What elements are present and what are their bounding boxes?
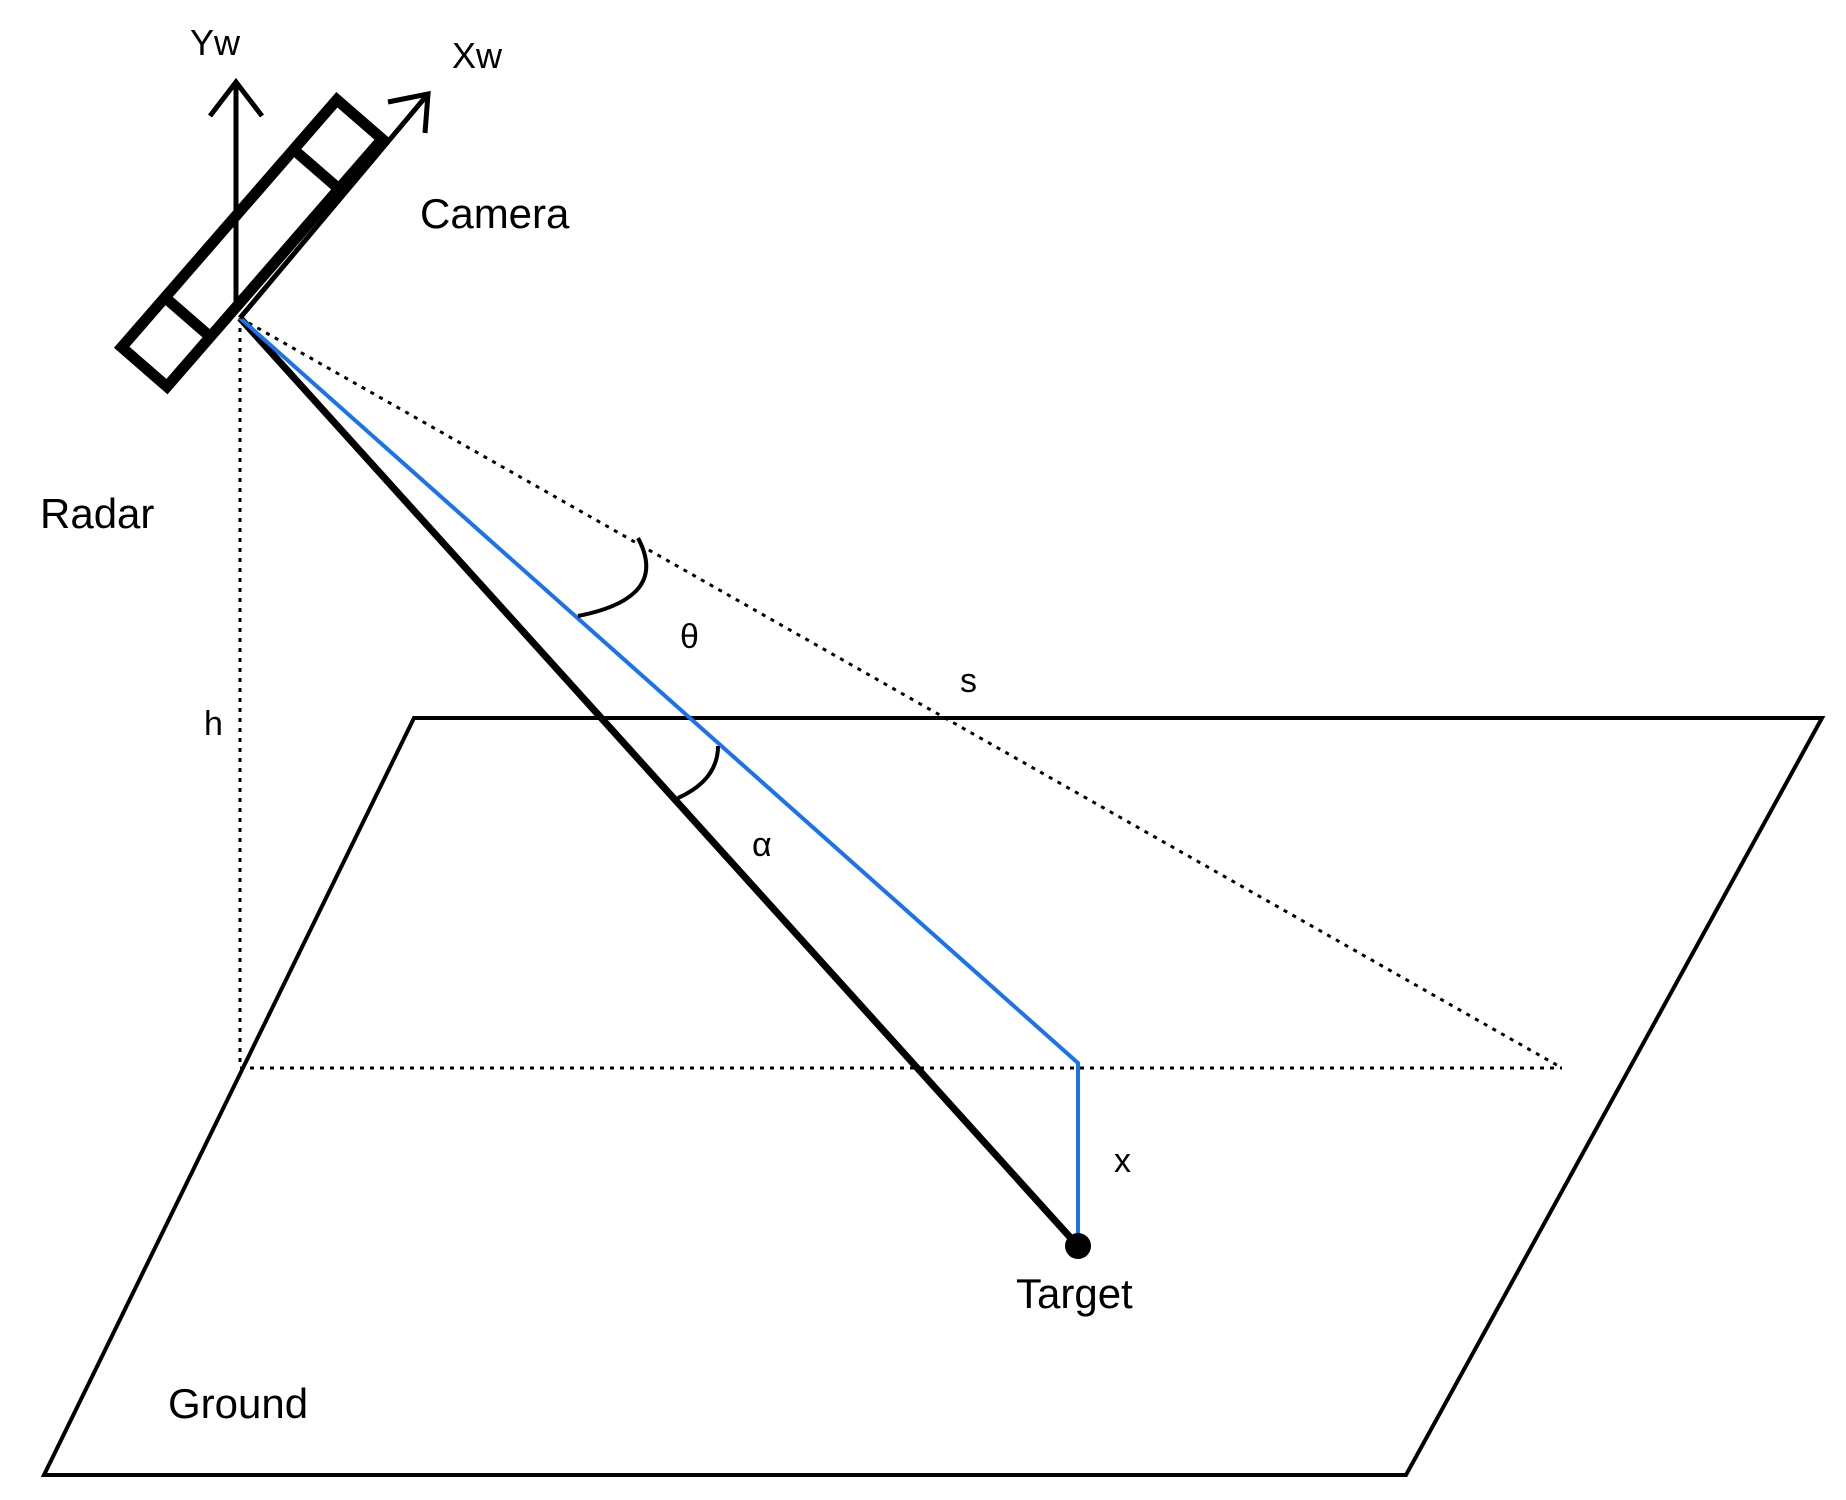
yw-label: Yw (190, 22, 241, 63)
optical-axis-line (239, 316, 1563, 1070)
camera-label: Camera (420, 190, 570, 237)
theta-arc (577, 537, 649, 618)
target-point (1065, 1233, 1091, 1259)
target-ray (237, 315, 1081, 1249)
ground-plane (40, 716, 1826, 1477)
sensor-device (113, 91, 390, 395)
theta-label: θ (680, 618, 699, 656)
s-label: s (960, 662, 977, 700)
radar-label: Radar (40, 490, 154, 537)
x-label: x (1114, 1142, 1131, 1180)
projection-ray (238, 316, 1080, 1246)
xw-axis (238, 90, 431, 320)
yw-axis (208, 77, 264, 305)
ground-label: Ground (168, 1380, 308, 1427)
alpha-label: α (752, 826, 772, 864)
xw-label: Xw (452, 35, 503, 76)
alpha-arc (677, 745, 720, 800)
target-label: Target (1016, 1270, 1133, 1317)
h-label: h (204, 705, 223, 743)
